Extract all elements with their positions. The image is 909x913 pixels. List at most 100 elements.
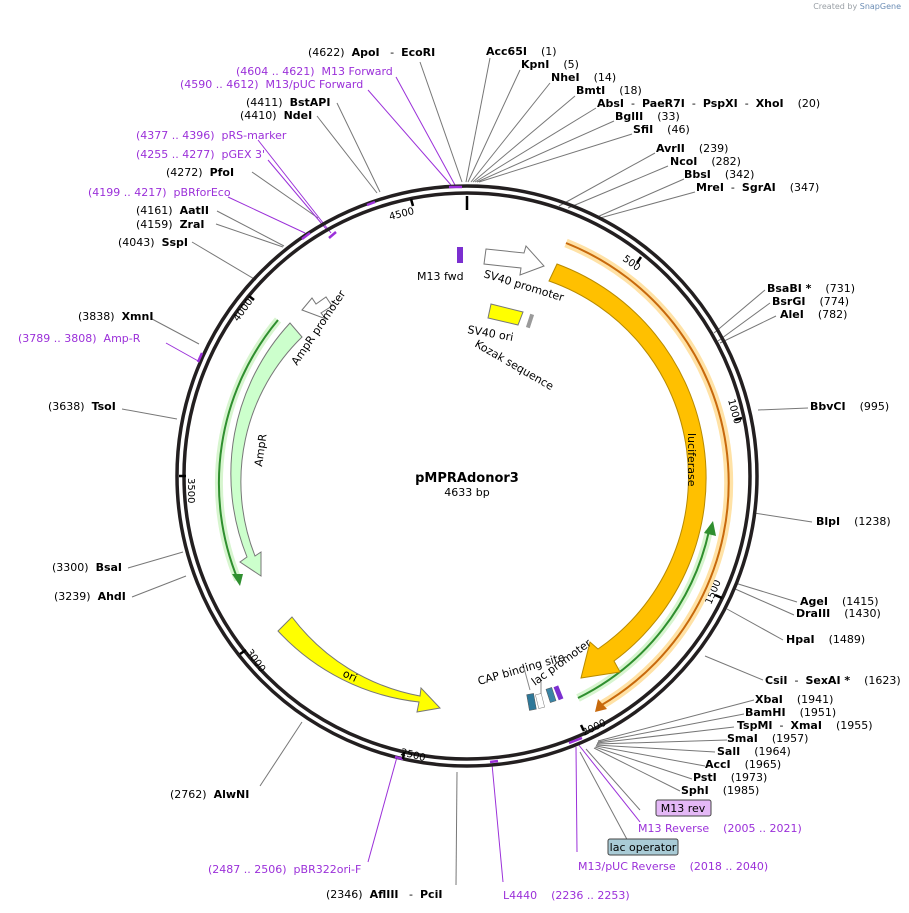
- site-bmti-part: BmtI: [576, 84, 605, 97]
- site-agei-part: AgeI: [800, 595, 828, 608]
- sv40-promoter-feature[interactable]: [483, 244, 545, 276]
- credit-prefix: Created by: [813, 2, 858, 11]
- ampr-label: AmpR: [252, 433, 269, 468]
- site-bbsi-part: BbsI: [684, 168, 711, 181]
- site-avrii-label: AvrII (239): [656, 142, 728, 155]
- primer-features: (4604 .. 4621) M13 Forward(4590 .. 4612)…: [18, 65, 802, 902]
- m13-fwd-mark: [457, 247, 463, 263]
- site-smai-part: (1957): [758, 732, 809, 745]
- reverse-orf-line: [577, 530, 710, 699]
- m13-fwd-label: M13 fwd: [417, 270, 464, 283]
- site-csii-part: (1623): [850, 674, 901, 687]
- site-absi-part: AbsI: [597, 97, 624, 110]
- site-sspi-part: (4043): [118, 236, 162, 249]
- site-csii-label: CsiI - SexAI * (1623): [765, 674, 901, 687]
- tick-label: 3000: [244, 647, 268, 674]
- site-alwni-part: (2762): [170, 788, 214, 801]
- m13-rev-box[interactable]: M13 rev: [655, 799, 712, 817]
- site-apoi-ecori-part: ApoI: [352, 46, 380, 59]
- cap-lac-leaders: [523, 667, 542, 694]
- site-tspmi-part: XmaI: [790, 719, 821, 732]
- site-draiii-part: DraIII: [796, 607, 830, 620]
- site-pfoi-part: (4272): [166, 166, 210, 179]
- site-ncoi-part: NcoI: [670, 155, 697, 168]
- site-bsai-part: BsaI: [96, 561, 122, 574]
- site-tspmi-label: TspMI - XmaI (1955): [737, 719, 873, 732]
- site-aatii-part: (4161): [136, 204, 180, 217]
- leader-lines: [121, 57, 813, 886]
- site-bglii-label: BglII (33): [615, 110, 680, 123]
- luciferase-orf-line: [565, 242, 730, 707]
- site-acc65i-part: Acc65I: [486, 45, 527, 58]
- site-afliii-part: (2346): [326, 888, 370, 901]
- site-alei-label: AleI (782): [780, 308, 847, 321]
- snapgene-credit: Created by SnapGene: [813, 2, 901, 11]
- site-nhei-part: NheI: [551, 71, 580, 84]
- site-tspmi-part: TspMI: [737, 719, 773, 732]
- site-acci-label: AccI (1965): [705, 758, 781, 771]
- site-bbvci-part: (995): [846, 400, 890, 413]
- site-acc65i-label: Acc65I (1): [486, 45, 557, 58]
- m13-reverse-label: M13 Reverse (2005 .. 2021): [638, 822, 802, 835]
- ampr-promoter-feature[interactable]: [301, 296, 333, 321]
- site-apoi-ecori-part: (4622): [308, 46, 352, 59]
- sv40-ori-label: SV40 ori: [466, 323, 514, 344]
- site-draiii-part: (1430): [830, 607, 881, 620]
- lac-operator-box[interactable]: lac operator: [607, 838, 679, 856]
- site-pfoi-label: (4272) PfoI: [166, 166, 234, 179]
- site-mrei-part: -: [724, 181, 742, 194]
- site-acc65i-part: (1): [527, 45, 557, 58]
- m13-puc-forward-label: (4590 .. 4612) M13/pUC Forward: [180, 78, 363, 91]
- site-xmni-part: (3838): [78, 310, 122, 323]
- l4440-label: L4440 (2236 .. 2253): [503, 889, 630, 902]
- primer-ticks: [196, 185, 583, 764]
- site-nhei-part: (14): [580, 71, 617, 84]
- site-absi-part: PspXI: [703, 97, 738, 110]
- kozak-label: Kozak sequence: [473, 337, 557, 393]
- site-ndei-part: (4410): [240, 109, 284, 122]
- site-ahdi-label: (3239) AhdI: [54, 590, 126, 603]
- site-bsabi-label: BsaBI * (731): [767, 282, 855, 295]
- site-hpai-part: (1489): [815, 633, 866, 646]
- amp-r-primer-label: (3789 .. 3808) Amp-R: [18, 332, 141, 345]
- backbone-outer: [175, 184, 759, 768]
- ampr-orf-arrowhead: [232, 574, 243, 586]
- luciferase-feature[interactable]: [548, 263, 707, 679]
- site-blpi-label: BlpI (1238): [816, 515, 891, 528]
- site-bsrgi-part: (774): [805, 295, 849, 308]
- site-kpni-part: KpnI: [521, 58, 549, 71]
- site-sali-part: (1964): [740, 745, 791, 758]
- site-zrai-part: ZraI: [180, 218, 205, 231]
- credit-brand: SnapGene: [859, 2, 901, 11]
- site-avrii-part: (239): [685, 142, 729, 155]
- site-bsrgi-part: BsrGI: [772, 295, 805, 308]
- site-sphi-part: (1985): [709, 784, 760, 797]
- site-mrei-part: SgrAI: [742, 181, 776, 194]
- site-xbai-part: (1941): [783, 693, 834, 706]
- site-csii-part: SexAI *: [805, 674, 850, 687]
- tick-label: 3500: [185, 478, 196, 503]
- site-bstapi-label: (4411) BstAPI: [246, 96, 330, 109]
- plasmid-name: pMPRAdonor3: [415, 471, 519, 486]
- sv40-ori-feature[interactable]: [487, 303, 524, 326]
- site-tsoi-part: TsoI: [92, 400, 116, 413]
- site-sfii-label: SfiI (46): [633, 123, 690, 136]
- site-blpi-part: BlpI: [816, 515, 840, 528]
- site-sspi-part: SspI: [162, 236, 188, 249]
- site-mrei-label: MreI - SgrAI (347): [696, 181, 819, 194]
- site-bsabi-part: (731): [811, 282, 855, 295]
- site-bsrgi-label: BsrGI (774): [772, 295, 849, 308]
- site-absi-part: -: [624, 97, 642, 110]
- site-kpni-label: KpnI (5): [521, 58, 579, 71]
- site-sali-label: SalI (1964): [717, 745, 791, 758]
- site-absi-part: PaeR7I: [642, 97, 685, 110]
- site-psti-part: PstI: [693, 771, 717, 784]
- site-bamhi-label: BamHI (1951): [745, 706, 836, 719]
- ori-feature[interactable]: [277, 616, 442, 713]
- site-zrai-label: (4159) ZraI: [136, 218, 205, 231]
- site-bmti-part: (18): [605, 84, 642, 97]
- lac-operator-mark: [545, 687, 557, 703]
- ampr-feature[interactable]: [230, 322, 303, 577]
- site-mrei-part: (347): [776, 181, 820, 194]
